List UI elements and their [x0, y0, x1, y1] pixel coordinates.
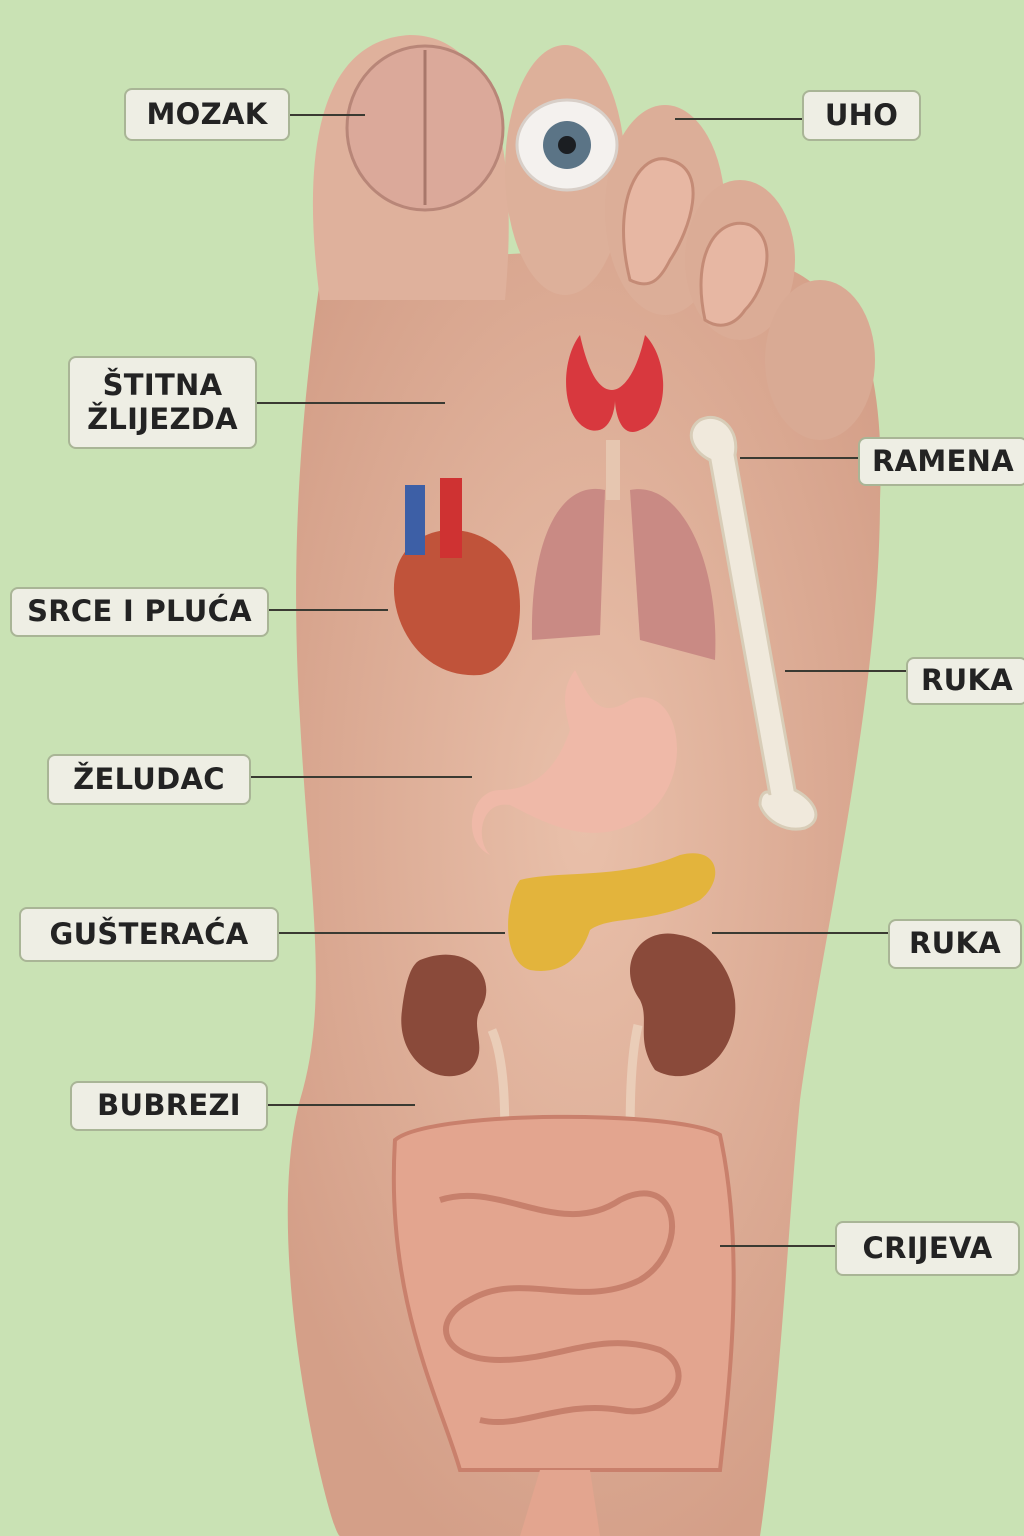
label-ear: UHO [802, 90, 921, 141]
label-text: RAMENA [872, 443, 1014, 478]
label-text: BUBREZI [97, 1088, 241, 1123]
label-thyroid: ŠTITNA ŽLIJEZDA [68, 356, 257, 449]
label-pancreas: GUŠTERAĆA [19, 907, 279, 962]
label-text: MOZAK [146, 96, 268, 131]
bone-icon [689, 416, 818, 831]
label-brain: MOZAK [124, 88, 290, 141]
kidneys-icon [401, 933, 736, 1151]
label-heart-lungs: SRCE I PLUĆA [10, 587, 269, 637]
eye-icon [515, 98, 619, 192]
label-intestines: CRIJEVA [835, 1221, 1020, 1276]
label-text: ŠTITNA [102, 368, 223, 403]
leader-line-ear [675, 118, 802, 120]
label-text: RUKA [909, 926, 1001, 961]
intestines-icon [391, 1114, 736, 1536]
label-text: GUŠTERAĆA [49, 916, 249, 951]
label-arm-lower: RUKA [888, 919, 1022, 969]
stomach-icon [471, 670, 678, 855]
leader-line-thyroid [257, 402, 445, 404]
label-text: CRIJEVA [862, 1230, 993, 1265]
heart-icon [393, 478, 520, 676]
leader-line-pancreas [279, 932, 505, 934]
leader-line-intestines [720, 1245, 835, 1247]
ear-icon [622, 157, 769, 327]
label-text: RUKA [921, 663, 1013, 698]
label-kidneys: BUBREZI [70, 1081, 268, 1131]
leader-line-arm-upper [785, 670, 906, 672]
leader-line-kidneys [268, 1104, 415, 1106]
label-stomach: ŽELUDAC [47, 754, 251, 805]
toe-5 [765, 280, 875, 440]
label-shoulders: RAMENA [858, 437, 1024, 486]
pancreas-icon [508, 853, 716, 971]
leader-line-heart-lungs [269, 609, 388, 611]
leader-line-brain [290, 114, 365, 116]
thyroid-icon [566, 335, 664, 500]
label-text: UHO [824, 97, 899, 132]
label-text: ŽELUDAC [73, 761, 225, 796]
leader-line-shoulders [740, 457, 858, 459]
lungs-icon [531, 488, 716, 660]
label-text: SRCE I PLUĆA [27, 594, 252, 629]
leader-line-stomach [251, 776, 472, 778]
leader-line-arm-lower [712, 932, 888, 934]
label-text: ŽLIJEZDA [87, 401, 238, 436]
label-arm-upper: RUKA [906, 657, 1024, 705]
